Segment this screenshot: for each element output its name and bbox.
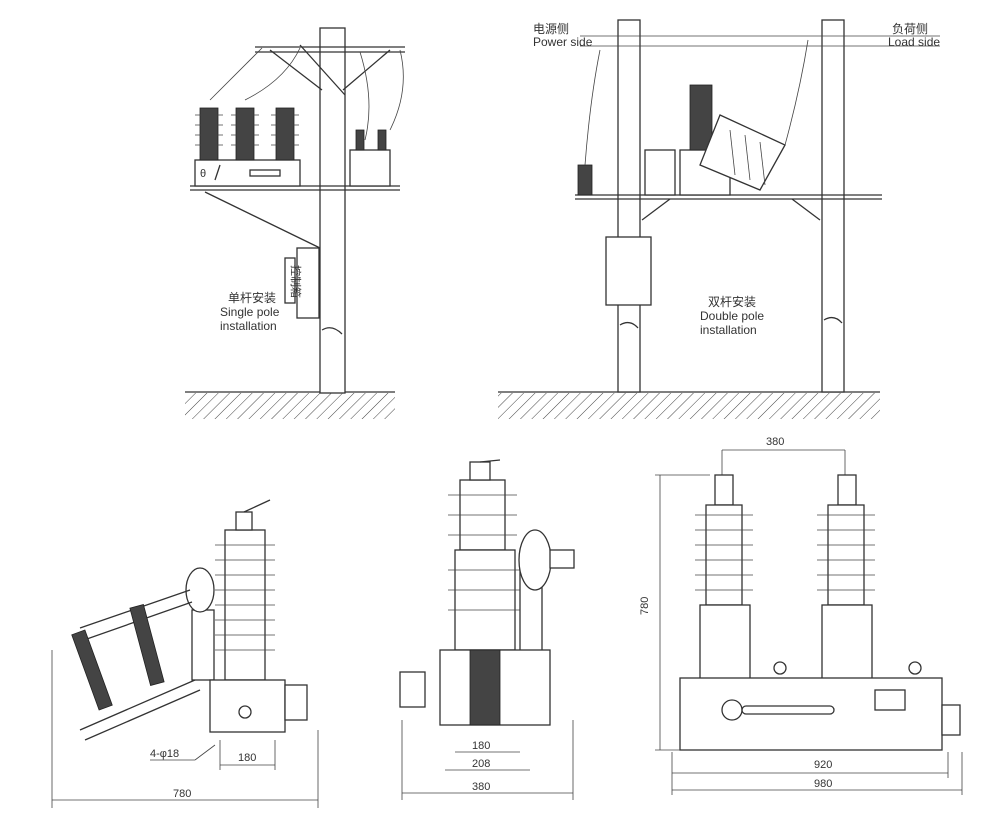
double-pole-installation: 电源侧 Power side 负荷侧 Load side 双杆安装 Double… — [498, 19, 940, 419]
front-view-with-isolator: 780 180 4-φ18 — [51, 499, 319, 808]
right-inner-width-label: 920 — [814, 759, 832, 771]
front-total-width-label: 780 — [173, 788, 191, 800]
front-hole-label: 4-φ18 — [150, 748, 179, 760]
right-height-label: 780 — [639, 597, 651, 615]
load-side-cn-label: 负荷侧 — [892, 22, 928, 36]
right-outer-width-label: 980 — [814, 778, 832, 790]
single-pole-en-label-2: installation — [220, 319, 277, 333]
control-box-label: 控制箱 — [289, 265, 303, 298]
side-base-2-label: 208 — [472, 758, 490, 770]
power-side-en-label: Power side — [533, 35, 593, 49]
svg-text:θ: θ — [200, 168, 206, 180]
front-view-dimensioned: 380 780 920 980 — [639, 436, 963, 795]
side-total-label: 380 — [472, 781, 490, 793]
double-pole-cn-label: 双杆安装 — [708, 294, 756, 309]
front-base-label: 180 — [238, 752, 256, 764]
single-pole-en-label-1: Single pole — [220, 305, 280, 319]
single-pole-cn-label: 单杆安装 — [228, 290, 276, 305]
load-side-en-label: Load side — [888, 35, 940, 49]
top-pitch-label: 380 — [766, 436, 784, 448]
power-side-cn-label: 电源侧 — [533, 22, 569, 36]
double-pole-en-label-1: Double pole — [700, 309, 764, 323]
double-pole-en-label-2: installation — [700, 323, 757, 337]
single-pole-installation: θ 控制箱 单杆安装 Single pole — [185, 27, 405, 419]
side-base-1-label: 180 — [472, 740, 490, 752]
side-view: 380 180 208 — [399, 459, 575, 800]
